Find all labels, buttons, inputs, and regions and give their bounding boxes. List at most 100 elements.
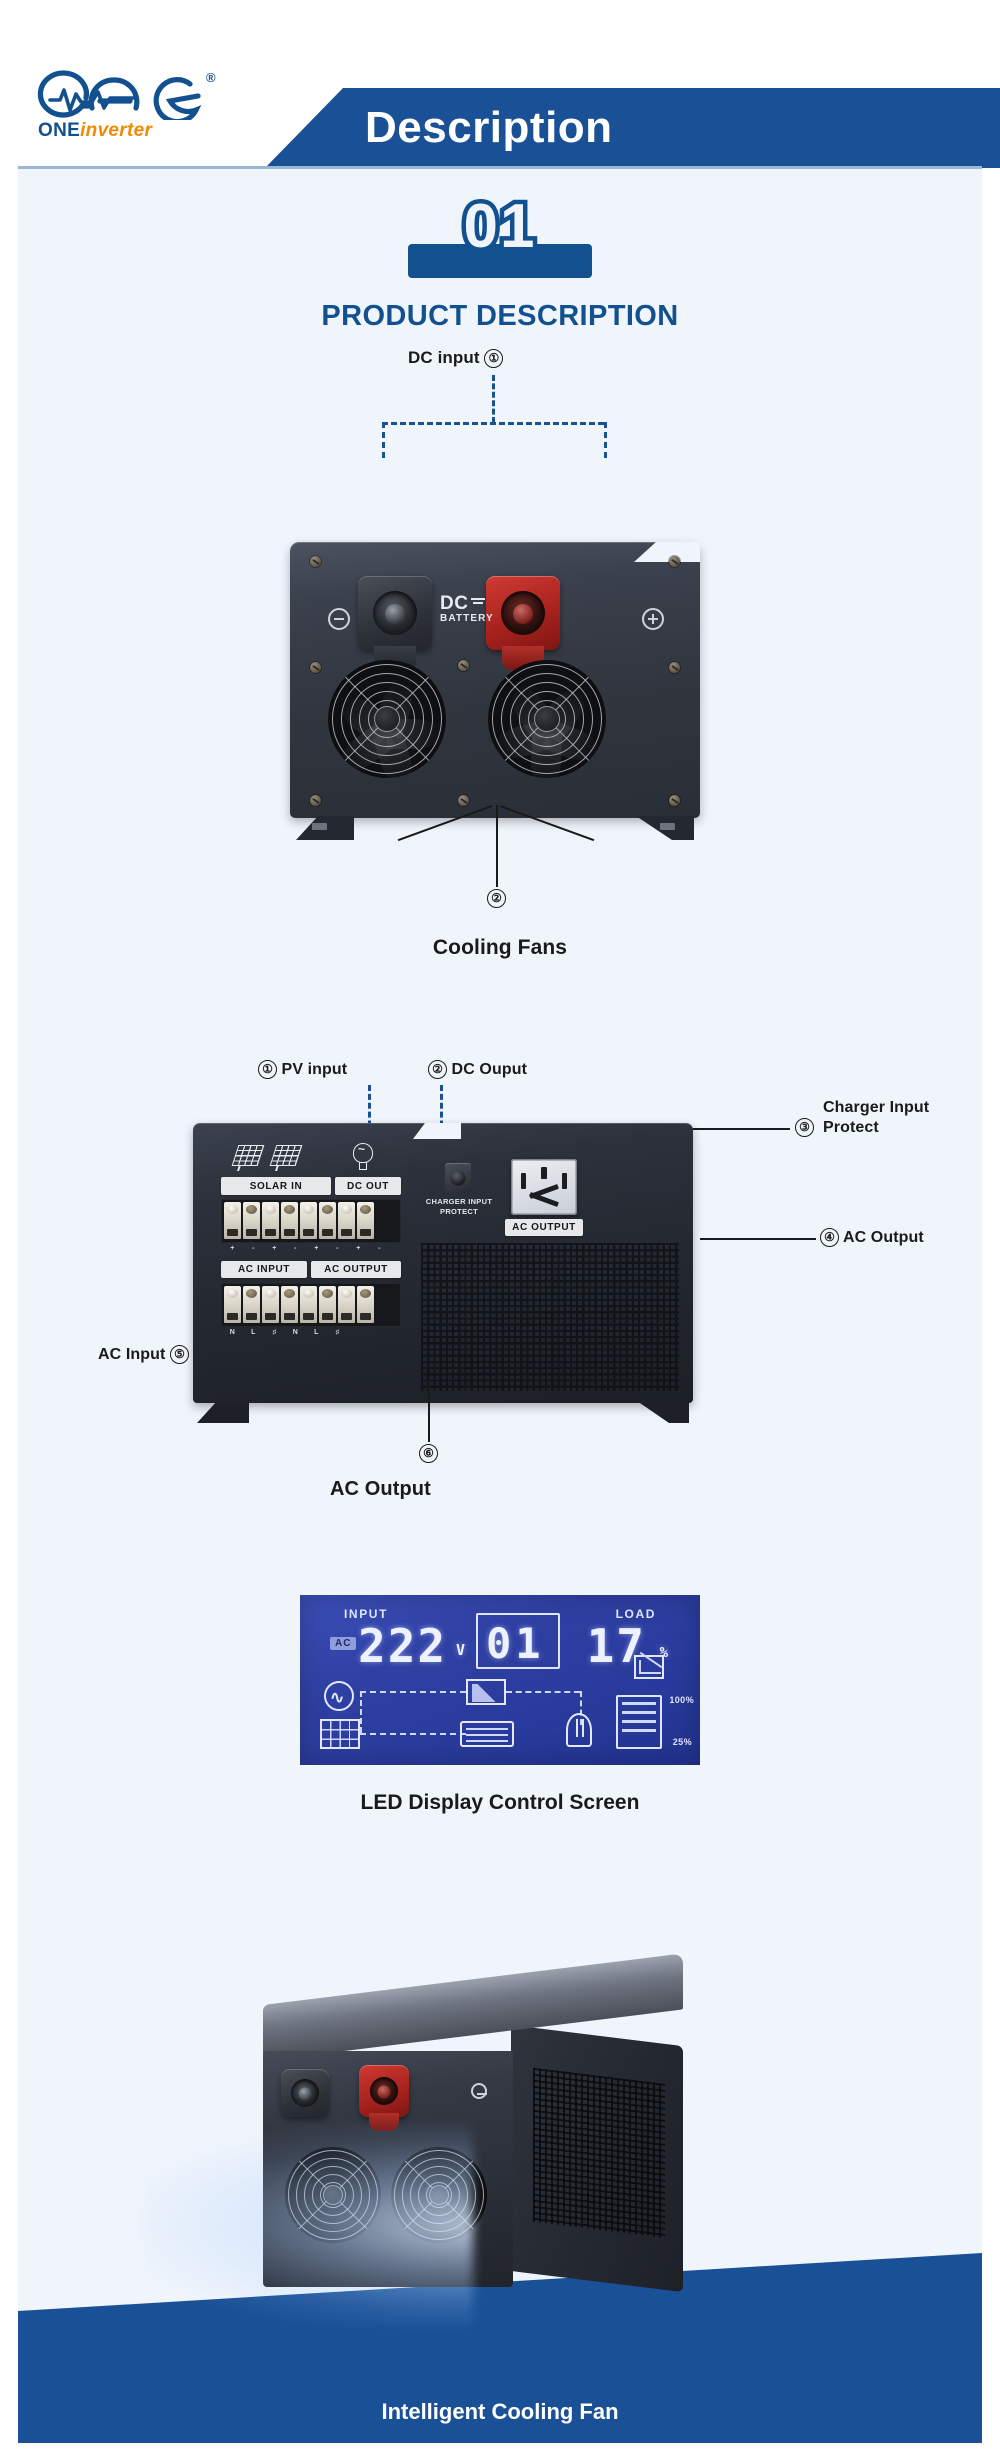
mounting-foot-left xyxy=(296,816,354,840)
fig1-fan-leader-stem xyxy=(496,805,498,887)
section-number: 01 xyxy=(380,191,620,262)
hero-inverter-side xyxy=(511,2025,683,2293)
lcd-input-label: INPUT xyxy=(344,1607,388,1621)
panel-screw xyxy=(669,662,680,673)
fig2-caption: AC Output xyxy=(330,1478,431,1501)
lcd-flow-right-vert xyxy=(580,1691,582,1725)
cooling-fan-hero-figure: Intelligent Cooling Fan xyxy=(18,1953,982,2443)
fig2-pv-input-label: ① PV input xyxy=(258,1060,347,1079)
airflow-beam xyxy=(143,2125,473,2325)
fig2-charger-line1: Charger Input xyxy=(823,1099,930,1116)
ac-input-strip-label: AC INPUT xyxy=(221,1261,307,1278)
fig1-dc-input-label: DC input ① xyxy=(408,348,504,368)
banner-title: Description xyxy=(365,103,613,152)
fig2-marker-4: ④ xyxy=(820,1228,839,1247)
front-panel-figure: DC BATTERY xyxy=(260,520,730,870)
ac-output-outlet-label: AC OUTPUT xyxy=(505,1219,583,1236)
lcd-display-figure: INPUT AC 222 V 01 LOAD 17 % ∿ xyxy=(300,1595,700,1855)
solar-dc-terminal-block xyxy=(221,1199,401,1243)
rear-top-notch xyxy=(413,1123,461,1139)
fig2-charger-line2: Protect xyxy=(823,1119,879,1136)
lcd-ac-badge: AC xyxy=(330,1637,357,1650)
dc-out-text: DC OUT xyxy=(347,1180,389,1192)
lcd-screen: INPUT AC 222 V 01 LOAD 17 % ∿ xyxy=(300,1595,700,1765)
panel-screw xyxy=(669,556,680,567)
fig2-marker-6: ⑥ xyxy=(419,1444,438,1463)
section-title: PRODUCT DESCRIPTION xyxy=(321,300,679,332)
lcd-center-box xyxy=(476,1613,560,1669)
lcd-input-value: 222 xyxy=(358,1619,448,1673)
hero-negative-hole xyxy=(291,2079,319,2107)
positive-terminal-symbol xyxy=(642,608,664,630)
header-divider xyxy=(18,166,982,169)
brand-tagline: ONEinverter xyxy=(38,120,152,142)
fig2-ac-output-right-label: ④ AC Output xyxy=(820,1228,924,1247)
fig2-dc-output-label: ② DC Ouput xyxy=(428,1060,527,1079)
rear-mounting-foot-left xyxy=(197,1401,249,1423)
hero-positive-terminal xyxy=(359,2065,409,2131)
fig4-caption: Intelligent Cooling Fan xyxy=(381,2399,619,2424)
solar-panel-icon xyxy=(231,1145,265,1171)
cooling-fan-left xyxy=(328,660,446,778)
lcd-load-label: LOAD xyxy=(615,1607,656,1621)
fig1-dc-input-text: DC input xyxy=(408,348,480,367)
gae-logo-icon xyxy=(37,70,202,120)
fig2-marker-1: ① xyxy=(258,1060,277,1079)
hero-positive-symbol xyxy=(471,2083,487,2099)
ac-input-strip-text: AC INPUT xyxy=(237,1264,291,1275)
charger-protect-panel-text: CHARGER INPUT PROTECT xyxy=(425,1197,493,1216)
brand-logo: ® ONEinverter xyxy=(30,68,240,148)
fig1-marker-2-wrap: ② xyxy=(487,888,506,908)
lcd-input-unit: V xyxy=(456,1641,466,1659)
lcd-flow-top xyxy=(360,1691,466,1693)
fig2-marker-3-wrap: ③ xyxy=(795,1118,814,1137)
cooling-fan-right xyxy=(488,660,606,778)
panel-screw xyxy=(458,795,469,806)
fig1-leader-vertical xyxy=(492,375,495,423)
dc-negative-terminal xyxy=(358,576,432,670)
hero-negative-knob xyxy=(298,2087,312,2101)
fig2-leader-ac-output-right xyxy=(700,1238,816,1240)
fig1-marker-2: ② xyxy=(487,889,506,908)
dc-bulb-icon xyxy=(349,1142,377,1173)
positive-terminal-knob xyxy=(513,603,533,624)
fig2-marker-2: ② xyxy=(428,1060,447,1079)
hero-positive-hole xyxy=(370,2077,398,2105)
lcd-solar-panel-icon xyxy=(320,1719,360,1749)
dc-battery-label: DC BATTERY xyxy=(440,594,494,624)
fig1-leader-branch-left xyxy=(382,422,385,458)
charger-input-protect-breaker[interactable] xyxy=(445,1163,471,1193)
fig2-marker-6-wrap: ⑥ xyxy=(419,1443,438,1463)
fig2-dc-output-text: DC Ouput xyxy=(451,1061,527,1078)
fig2-marker-5: ⑤ xyxy=(170,1345,189,1364)
page-header: ® ONEinverter Description xyxy=(0,0,1000,168)
positive-terminal-hole xyxy=(501,591,545,635)
ac-terminal-block xyxy=(221,1283,401,1327)
rear-panel-figure: SOLAR IN DC OUT +-+-+-+- AC INPUT AC OUT… xyxy=(175,1105,815,1445)
dc-positive-terminal xyxy=(486,576,560,670)
fig2-ac-input-text: AC Input xyxy=(98,1346,166,1363)
description-banner: Description xyxy=(265,88,1000,168)
solar-panel-icon xyxy=(269,1145,303,1171)
panel-screw xyxy=(458,660,469,671)
fig2-ac-output-right-text: AC Output xyxy=(842,1229,924,1246)
fig1-caption-text: Cooling Fans xyxy=(432,936,568,959)
ac-output-strip-label: AC OUTPUT xyxy=(311,1261,401,1278)
mounting-foot-right xyxy=(636,816,694,840)
inverter-front-body: DC BATTERY xyxy=(290,542,700,840)
ac-universal-outlet xyxy=(511,1159,577,1215)
dc-text: DC xyxy=(440,593,469,614)
battery-text: BATTERY xyxy=(440,612,494,624)
rear-mounting-foot-right xyxy=(637,1401,689,1423)
panel-screw xyxy=(669,795,680,806)
fig2-leader-ac-output-bottom xyxy=(428,1380,430,1442)
fig1-caption: Cooling Fans xyxy=(0,936,1000,960)
ac-output-strip-text: AC OUTPUT xyxy=(324,1264,388,1275)
lcd-flow-bottom xyxy=(360,1733,466,1735)
lcd-signal-icon xyxy=(634,1651,664,1679)
fig1-leader-horizontal xyxy=(382,422,604,425)
fig3-caption: LED Display Control Screen xyxy=(360,1791,640,1814)
section-number-text: 01 xyxy=(459,191,539,262)
